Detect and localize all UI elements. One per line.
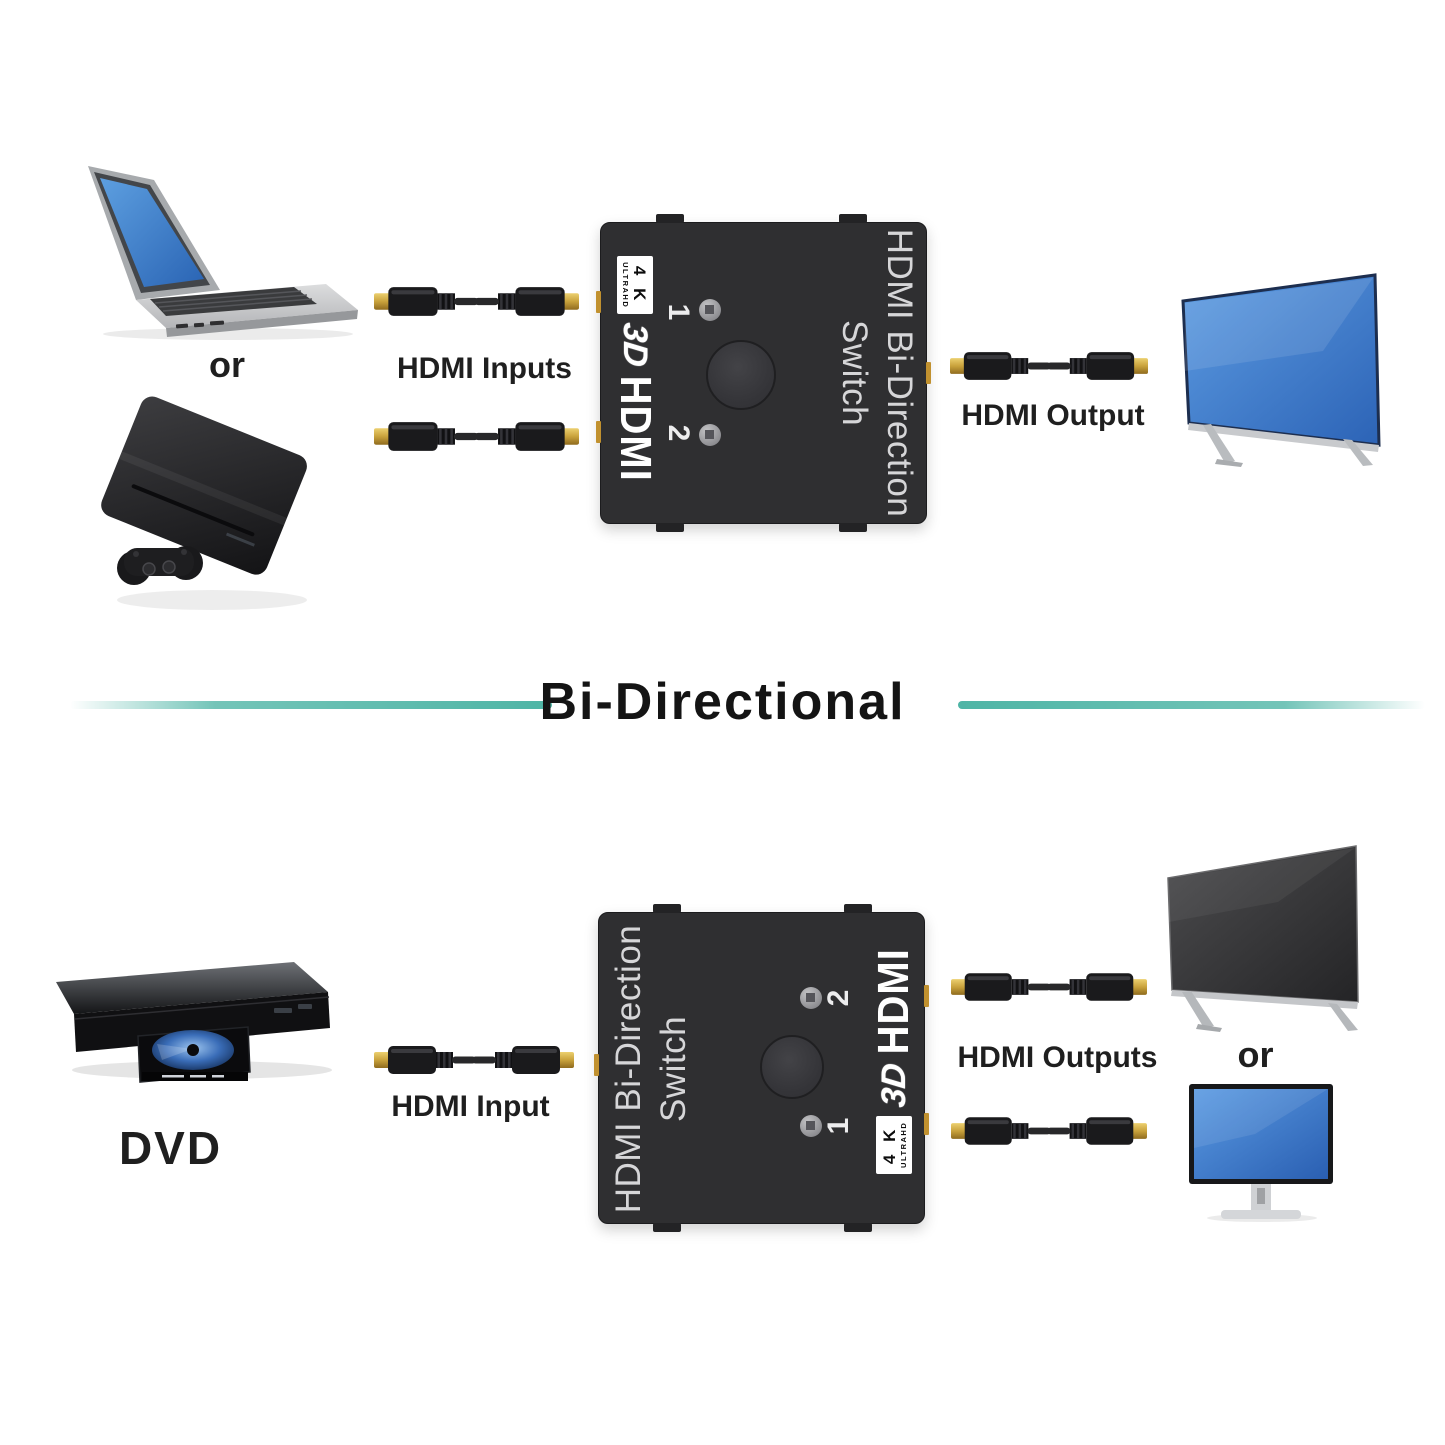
laptop-illustration xyxy=(88,166,358,340)
switch-name: HDMI Bi-Direction Switch xyxy=(609,924,693,1214)
game-console-illustration xyxy=(101,396,307,610)
hdmi-switch-bottom: HDMI Bi-Direction Switch 2 1 4 K ULTRAHD… xyxy=(594,904,929,1232)
hdmi-cable-output xyxy=(950,346,1148,386)
tv-dark-illustration xyxy=(1167,845,1359,1032)
mount-tab xyxy=(653,1223,681,1232)
hdmi-cable-output-2 xyxy=(951,1111,1147,1151)
mount-tab xyxy=(839,523,867,532)
monitor-illustration xyxy=(1189,1084,1333,1222)
hdmi-input-label: HDMI Input xyxy=(391,1090,550,1123)
mount-tab xyxy=(844,904,872,913)
badge-hdmi: HDMI xyxy=(869,948,918,1055)
hdmi-port-in xyxy=(594,1054,599,1076)
port-1-led xyxy=(800,1115,822,1137)
hdmi-cable-input-1 xyxy=(373,281,580,322)
port-2-led xyxy=(699,424,721,446)
mount-tab xyxy=(844,1223,872,1232)
edge-logos: 4 K ULTRAHD 3D HDMI xyxy=(870,931,917,1191)
hdmi-port-out xyxy=(926,362,931,384)
dvd-label: DVD xyxy=(118,1122,223,1174)
edge-logos: 4 K ULTRAHD 3D HDMI xyxy=(612,239,659,499)
badge-hdmi: HDMI xyxy=(611,375,660,482)
port-2-label: 2 xyxy=(822,989,855,1007)
badge-3d: 3D xyxy=(616,321,655,369)
switch-name: HDMI Bi-Direction Switch xyxy=(835,228,919,518)
mount-tab xyxy=(656,523,684,532)
hdmi-cable-input-2 xyxy=(373,416,580,457)
hdmi-cable-input-bottom xyxy=(374,1040,574,1080)
select-button[interactable] xyxy=(760,1035,824,1099)
badge-4k-ultrahd: 4 K ULTRAHD xyxy=(876,1115,912,1174)
select-button[interactable] xyxy=(706,340,776,410)
hdmi-switch-top: 4 K ULTRAHD 3D HDMI 1 2 HDMI Bi-Directio… xyxy=(596,214,931,532)
or-label-bottom: or xyxy=(1237,1034,1274,1075)
badge-3d: 3D xyxy=(874,1061,913,1109)
hdmi-cable-output-1 xyxy=(951,967,1147,1007)
hdmi-port-2 xyxy=(596,421,601,443)
badge-4k-ultrahd: 4 K ULTRAHD xyxy=(617,256,653,315)
port-2-led xyxy=(800,987,822,1009)
divider-line-right xyxy=(958,701,1425,709)
dvd-player-illustration xyxy=(56,962,332,1083)
hdmi-port-2 xyxy=(924,985,929,1007)
mount-tab xyxy=(656,214,684,223)
port-1-label: 1 xyxy=(662,303,695,321)
hdmi-port-1 xyxy=(924,1113,929,1135)
heading-title: Bi-Directional xyxy=(539,673,906,731)
port-1-label: 1 xyxy=(822,1117,855,1135)
hdmi-output-label: HDMI Output xyxy=(961,399,1145,432)
port-2-label: 2 xyxy=(662,424,695,442)
divider-line-left xyxy=(70,701,552,709)
hdmi-outputs-label: HDMI Outputs xyxy=(957,1041,1158,1074)
game-controller-icon xyxy=(117,546,203,585)
hdmi-port-1 xyxy=(596,291,601,313)
or-label-top: or xyxy=(209,344,245,385)
port-1-led xyxy=(699,299,721,321)
tv-illustration xyxy=(1181,273,1381,467)
mount-tab xyxy=(839,214,867,223)
hdmi-inputs-label: HDMI Inputs xyxy=(397,352,572,385)
mount-tab xyxy=(653,904,681,913)
